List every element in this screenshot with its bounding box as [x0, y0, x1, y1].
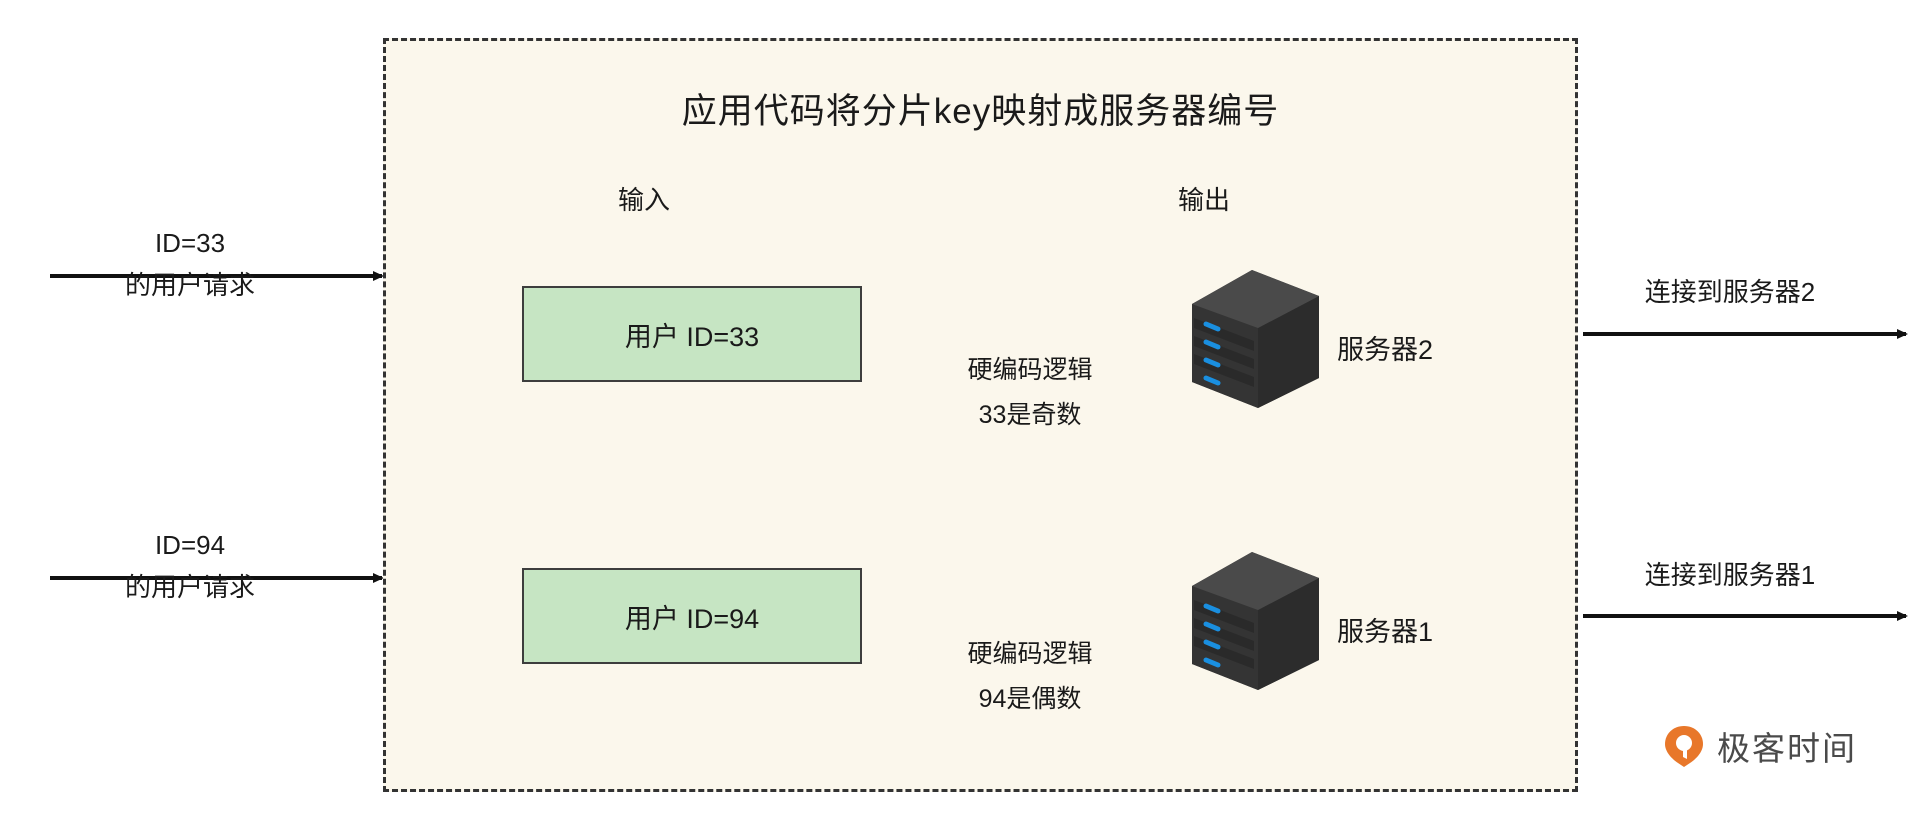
- server-icon-bottom: [1188, 548, 1323, 693]
- output-caption-top: 连接到服务器2: [1644, 277, 1816, 307]
- server-label-top: 服务器2: [1337, 335, 1434, 365]
- logic-caption-top: 硬编码逻辑 33是奇数: [890, 348, 1170, 438]
- page-title: 应用代码将分片key映射成服务器编号: [681, 92, 1280, 131]
- id-box-bottom-label: 用户 ID=94: [624, 603, 760, 634]
- request-label-top-line2: 的用户请求: [124, 270, 255, 300]
- request-label-top-line1: ID=33: [154, 228, 226, 258]
- geektime-logo-icon: [1665, 726, 1703, 767]
- output-caption-bottom: 连接到服务器1: [1644, 560, 1816, 590]
- id-box-bottom: 用户 ID=94: [522, 568, 862, 664]
- request-label-bottom-line1: ID=94: [154, 530, 226, 560]
- server-icon-top: [1188, 266, 1323, 411]
- logic-caption-top-line1: 硬编码逻辑: [967, 356, 1093, 384]
- brand-name: 极客时间: [1717, 730, 1857, 767]
- logic-caption-top-line2: 33是奇数: [978, 401, 1082, 429]
- application-code-panel: 应用代码将分片key映射成服务器编号: [383, 38, 1578, 792]
- logic-caption-bottom: 硬编码逻辑 94是偶数: [890, 632, 1170, 722]
- request-label-bottom: ID=94 的用户请求: [45, 524, 335, 608]
- id-box-top: 用户 ID=33: [522, 286, 862, 382]
- column-header-output: 输出: [1178, 185, 1231, 215]
- logic-caption-bottom-line1: 硬编码逻辑: [967, 640, 1093, 668]
- logic-caption-bottom-line2: 94是偶数: [978, 685, 1082, 713]
- server-label-bottom: 服务器1: [1337, 617, 1434, 647]
- request-label-bottom-line2: 的用户请求: [124, 572, 255, 602]
- request-label-top: ID=33 的用户请求: [45, 222, 335, 306]
- column-header-input: 输入: [618, 185, 671, 215]
- brand-logo: 极客时间: [1662, 722, 1857, 770]
- id-box-top-label: 用户 ID=33: [624, 321, 760, 352]
